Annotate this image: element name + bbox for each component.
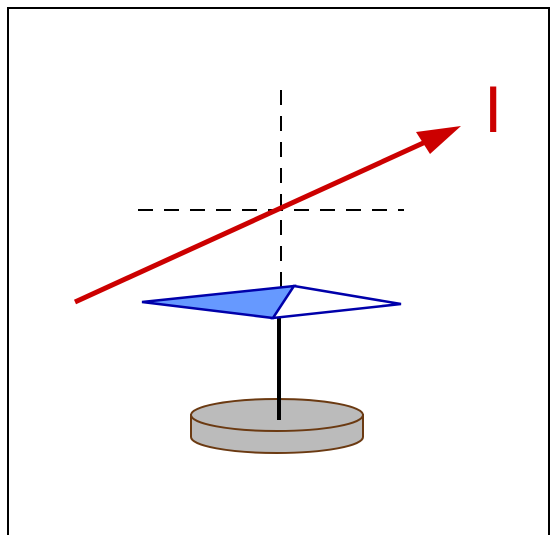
current-arrow-shaft [73,136,434,305]
compass-needle-icon [141,284,402,320]
needle-filled-half [141,284,297,320]
frame-border [7,7,550,535]
current-arrow-icon [73,126,461,305]
current-label: I [484,72,503,146]
needle-hollow-half [270,284,402,320]
current-arrow-head [416,126,461,154]
